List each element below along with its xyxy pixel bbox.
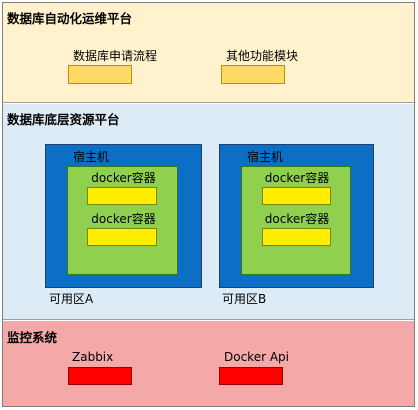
automation-platform-title: 数据库自动化运维平台 bbox=[7, 11, 133, 26]
host-label-zone-b: 宿主机 bbox=[247, 150, 284, 164]
monitoring-section: 监控系统 Zabbix Docker Api bbox=[3, 321, 414, 406]
host-zone-a[interactable]: 宿主机 docker容器 docker容器 bbox=[45, 144, 202, 288]
host-label-zone-a: 宿主机 bbox=[73, 150, 110, 164]
resource-platform-title: 数据库底层资源平台 bbox=[7, 112, 120, 127]
container-label-zone-a-1: docker容器 bbox=[91, 171, 156, 185]
zone-label-a: 可用区A bbox=[49, 292, 94, 306]
monitor-box-docker-api[interactable] bbox=[219, 367, 283, 385]
monitoring-title: 监控系统 bbox=[7, 330, 58, 345]
host-zone-b[interactable]: 宿主机 docker容器 docker容器 bbox=[219, 144, 374, 288]
container-label-zone-b-1: docker容器 bbox=[264, 171, 330, 185]
module-label-apply-flow: 数据库申请流程 bbox=[72, 49, 157, 63]
resource-platform-section: 数据库底层资源平台 宿主机 docker容器 docker容器 可用区A 宿主机… bbox=[3, 104, 414, 320]
container-group-zone-a: docker容器 docker容器 bbox=[67, 166, 178, 275]
container-label-zone-b-2: docker容器 bbox=[264, 212, 330, 226]
module-box-other-functions[interactable] bbox=[221, 65, 285, 84]
zone-label-b: 可用区B bbox=[222, 292, 267, 306]
container-label-zone-a-2: docker容器 bbox=[91, 212, 156, 226]
container-slot-zone-b-1[interactable] bbox=[262, 187, 331, 205]
module-box-apply-flow[interactable] bbox=[68, 65, 132, 84]
container-group-zone-b: docker容器 docker容器 bbox=[241, 166, 351, 275]
container-slot-zone-a-2[interactable] bbox=[87, 228, 157, 246]
container-slot-zone-a-1[interactable] bbox=[87, 187, 157, 205]
monitor-label-zabbix: Zabbix bbox=[72, 350, 114, 364]
module-label-other-functions: 其他功能模块 bbox=[225, 49, 298, 63]
diagram-frame bbox=[2, 2, 415, 407]
container-slot-zone-b-2[interactable] bbox=[262, 228, 331, 246]
monitor-label-docker-api: Docker Api bbox=[224, 350, 289, 364]
automation-platform-section: 数据库自动化运维平台 数据库申请流程 其他功能模块 bbox=[3, 3, 414, 103]
monitor-box-zabbix[interactable] bbox=[68, 367, 132, 385]
